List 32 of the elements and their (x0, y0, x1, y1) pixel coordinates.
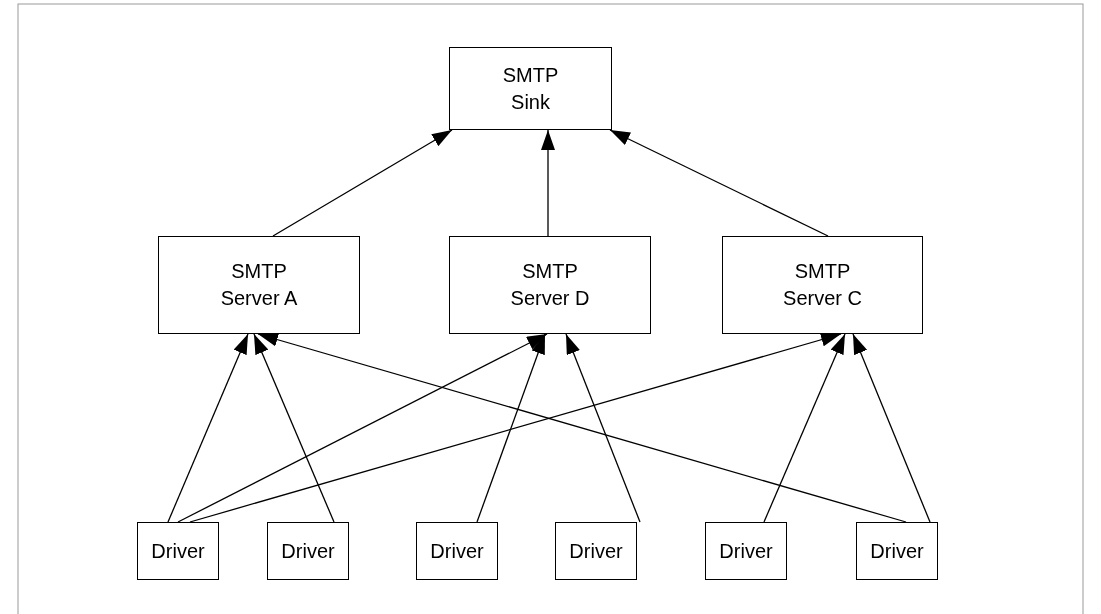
node-label: SMTP Server A (219, 259, 299, 311)
server-box (449, 47, 612, 130)
driver-box (856, 522, 938, 580)
arrow (565, 333, 641, 523)
arrow (167, 333, 249, 523)
driver-box (137, 522, 219, 580)
node-label: Driver (569, 538, 623, 564)
arrow (763, 333, 846, 523)
driver-box (416, 522, 498, 580)
server-box (722, 236, 923, 334)
server-box (449, 236, 651, 334)
node-label: SMTP Server D (509, 259, 591, 311)
driver-box (705, 522, 787, 580)
node-label: Driver (430, 538, 484, 564)
arrow (177, 333, 548, 523)
arrow (541, 129, 555, 237)
arrow (189, 332, 842, 523)
arrow (272, 129, 453, 237)
node-label: Driver (151, 538, 205, 564)
server-box (158, 236, 360, 334)
node-label: Driver (719, 538, 773, 564)
arrow (476, 333, 546, 523)
driver-box (267, 522, 349, 580)
arrow (253, 333, 335, 523)
node-label: SMTP Server C (782, 259, 863, 311)
arrow (609, 129, 829, 237)
node-label: Driver (281, 538, 335, 564)
arrow (852, 333, 931, 523)
node-label: SMTP Sink (501, 62, 560, 115)
arrow (257, 332, 907, 523)
driver-box (555, 522, 637, 580)
node-label: Driver (870, 538, 924, 564)
